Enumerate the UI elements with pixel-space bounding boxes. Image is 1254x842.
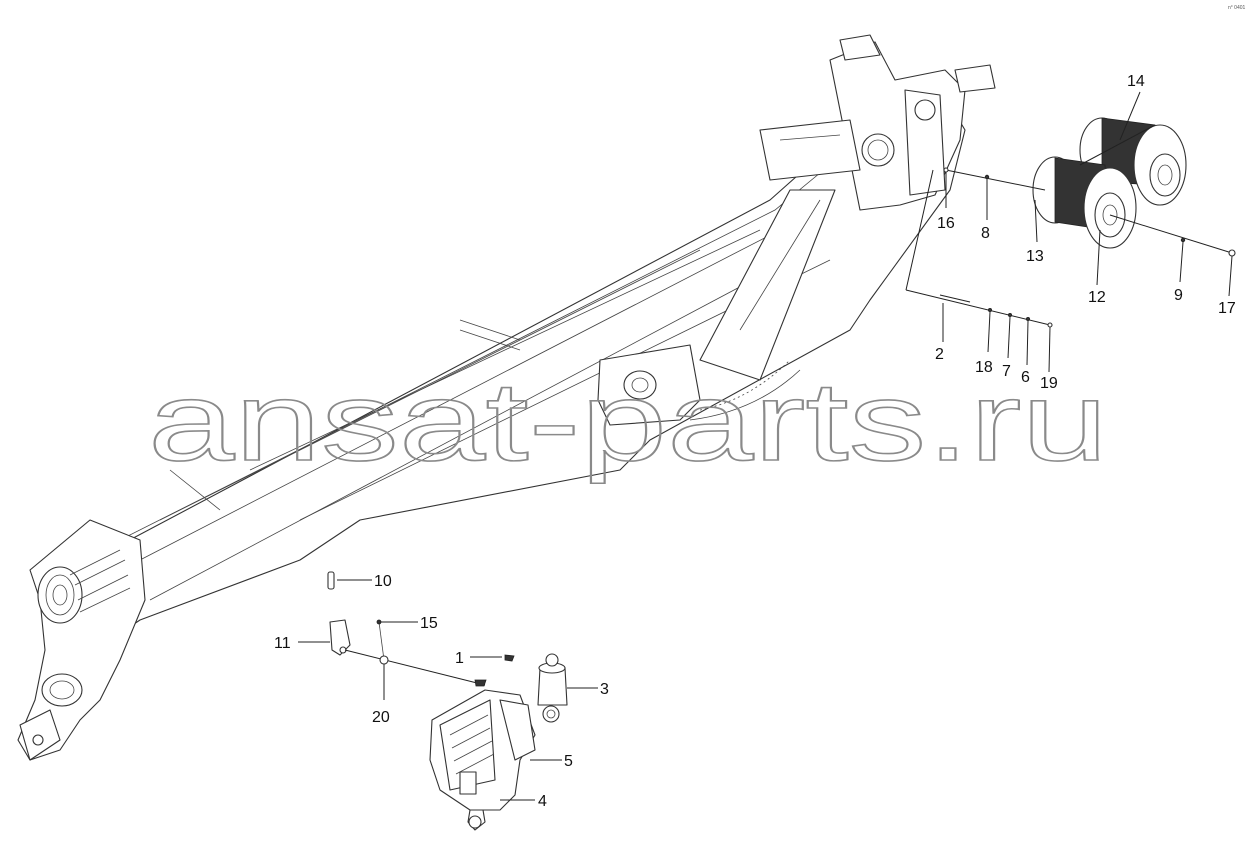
- drum-shafts: [905, 124, 1236, 328]
- callout-4: 4: [538, 793, 547, 810]
- callout-14: 14: [1127, 73, 1145, 90]
- winch-drums: [1032, 117, 1187, 249]
- callout-12: 12: [1088, 289, 1106, 306]
- callout-8: 8: [981, 225, 990, 242]
- callout-9: 9: [1174, 287, 1183, 304]
- leader-lines: [298, 91, 1233, 801]
- callout-15: 15: [420, 615, 438, 632]
- callout-11: 11: [274, 635, 291, 652]
- callout-6: 6: [1021, 369, 1030, 386]
- callout-labels: 14 16 8 13 12 9 17 2 18 7 6 19 10 15 11 …: [274, 73, 1236, 810]
- corner-code: n° 0401: [1228, 5, 1246, 11]
- callout-16: 16: [937, 215, 955, 232]
- callout-10: 10: [374, 573, 392, 590]
- callout-2: 2: [935, 346, 944, 363]
- callout-7: 7: [1002, 363, 1011, 380]
- callout-3: 3: [600, 681, 609, 698]
- boom-assembly: [17, 34, 996, 761]
- callout-20: 20: [372, 709, 390, 726]
- callout-19: 19: [1040, 375, 1058, 392]
- callout-1: 1: [455, 650, 464, 667]
- callout-17: 17: [1218, 300, 1236, 317]
- callout-18: 18: [975, 359, 993, 376]
- small-parts: [327, 571, 568, 831]
- callout-13: 13: [1026, 248, 1044, 265]
- watermark-text: ansat-parts.ru: [148, 359, 1108, 484]
- callout-5: 5: [564, 753, 573, 770]
